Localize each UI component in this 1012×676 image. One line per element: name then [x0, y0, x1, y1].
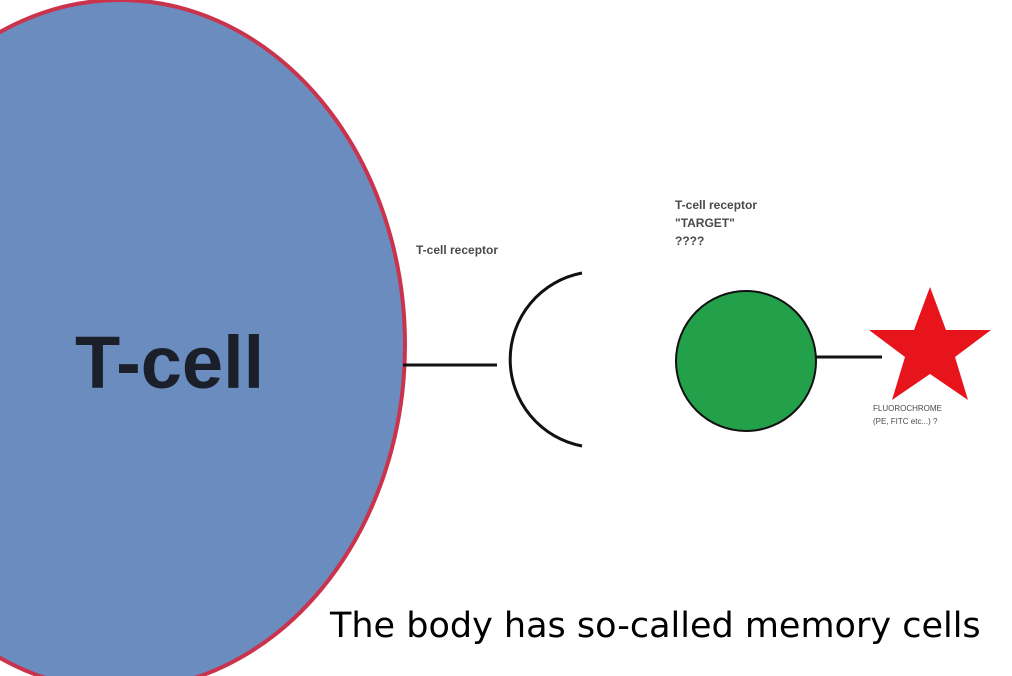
caption-text: The body has so-called memory cells: [330, 606, 981, 646]
fluorochrome-star-icon: [869, 287, 991, 400]
fluorochrome-label-line1: FLUOROCHROME: [873, 404, 942, 413]
t-cell-label: T-cell: [75, 320, 264, 405]
target-circle: [676, 291, 816, 431]
target-label-line1: T-cell receptor: [675, 198, 757, 212]
t-cell-receptor-arc: [510, 273, 582, 446]
target-label-line2: "TARGET": [675, 216, 735, 230]
receptor-label: T-cell receptor: [416, 243, 498, 257]
target-label-line3: ????: [675, 234, 704, 248]
fluorochrome-label-line2: (PE, FITC etc...) ?: [873, 417, 937, 426]
